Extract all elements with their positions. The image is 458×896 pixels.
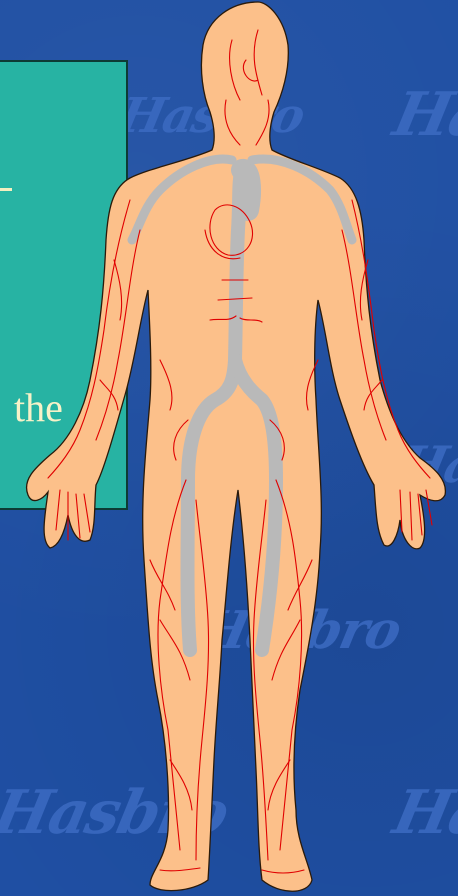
body-silhouette	[27, 2, 446, 891]
